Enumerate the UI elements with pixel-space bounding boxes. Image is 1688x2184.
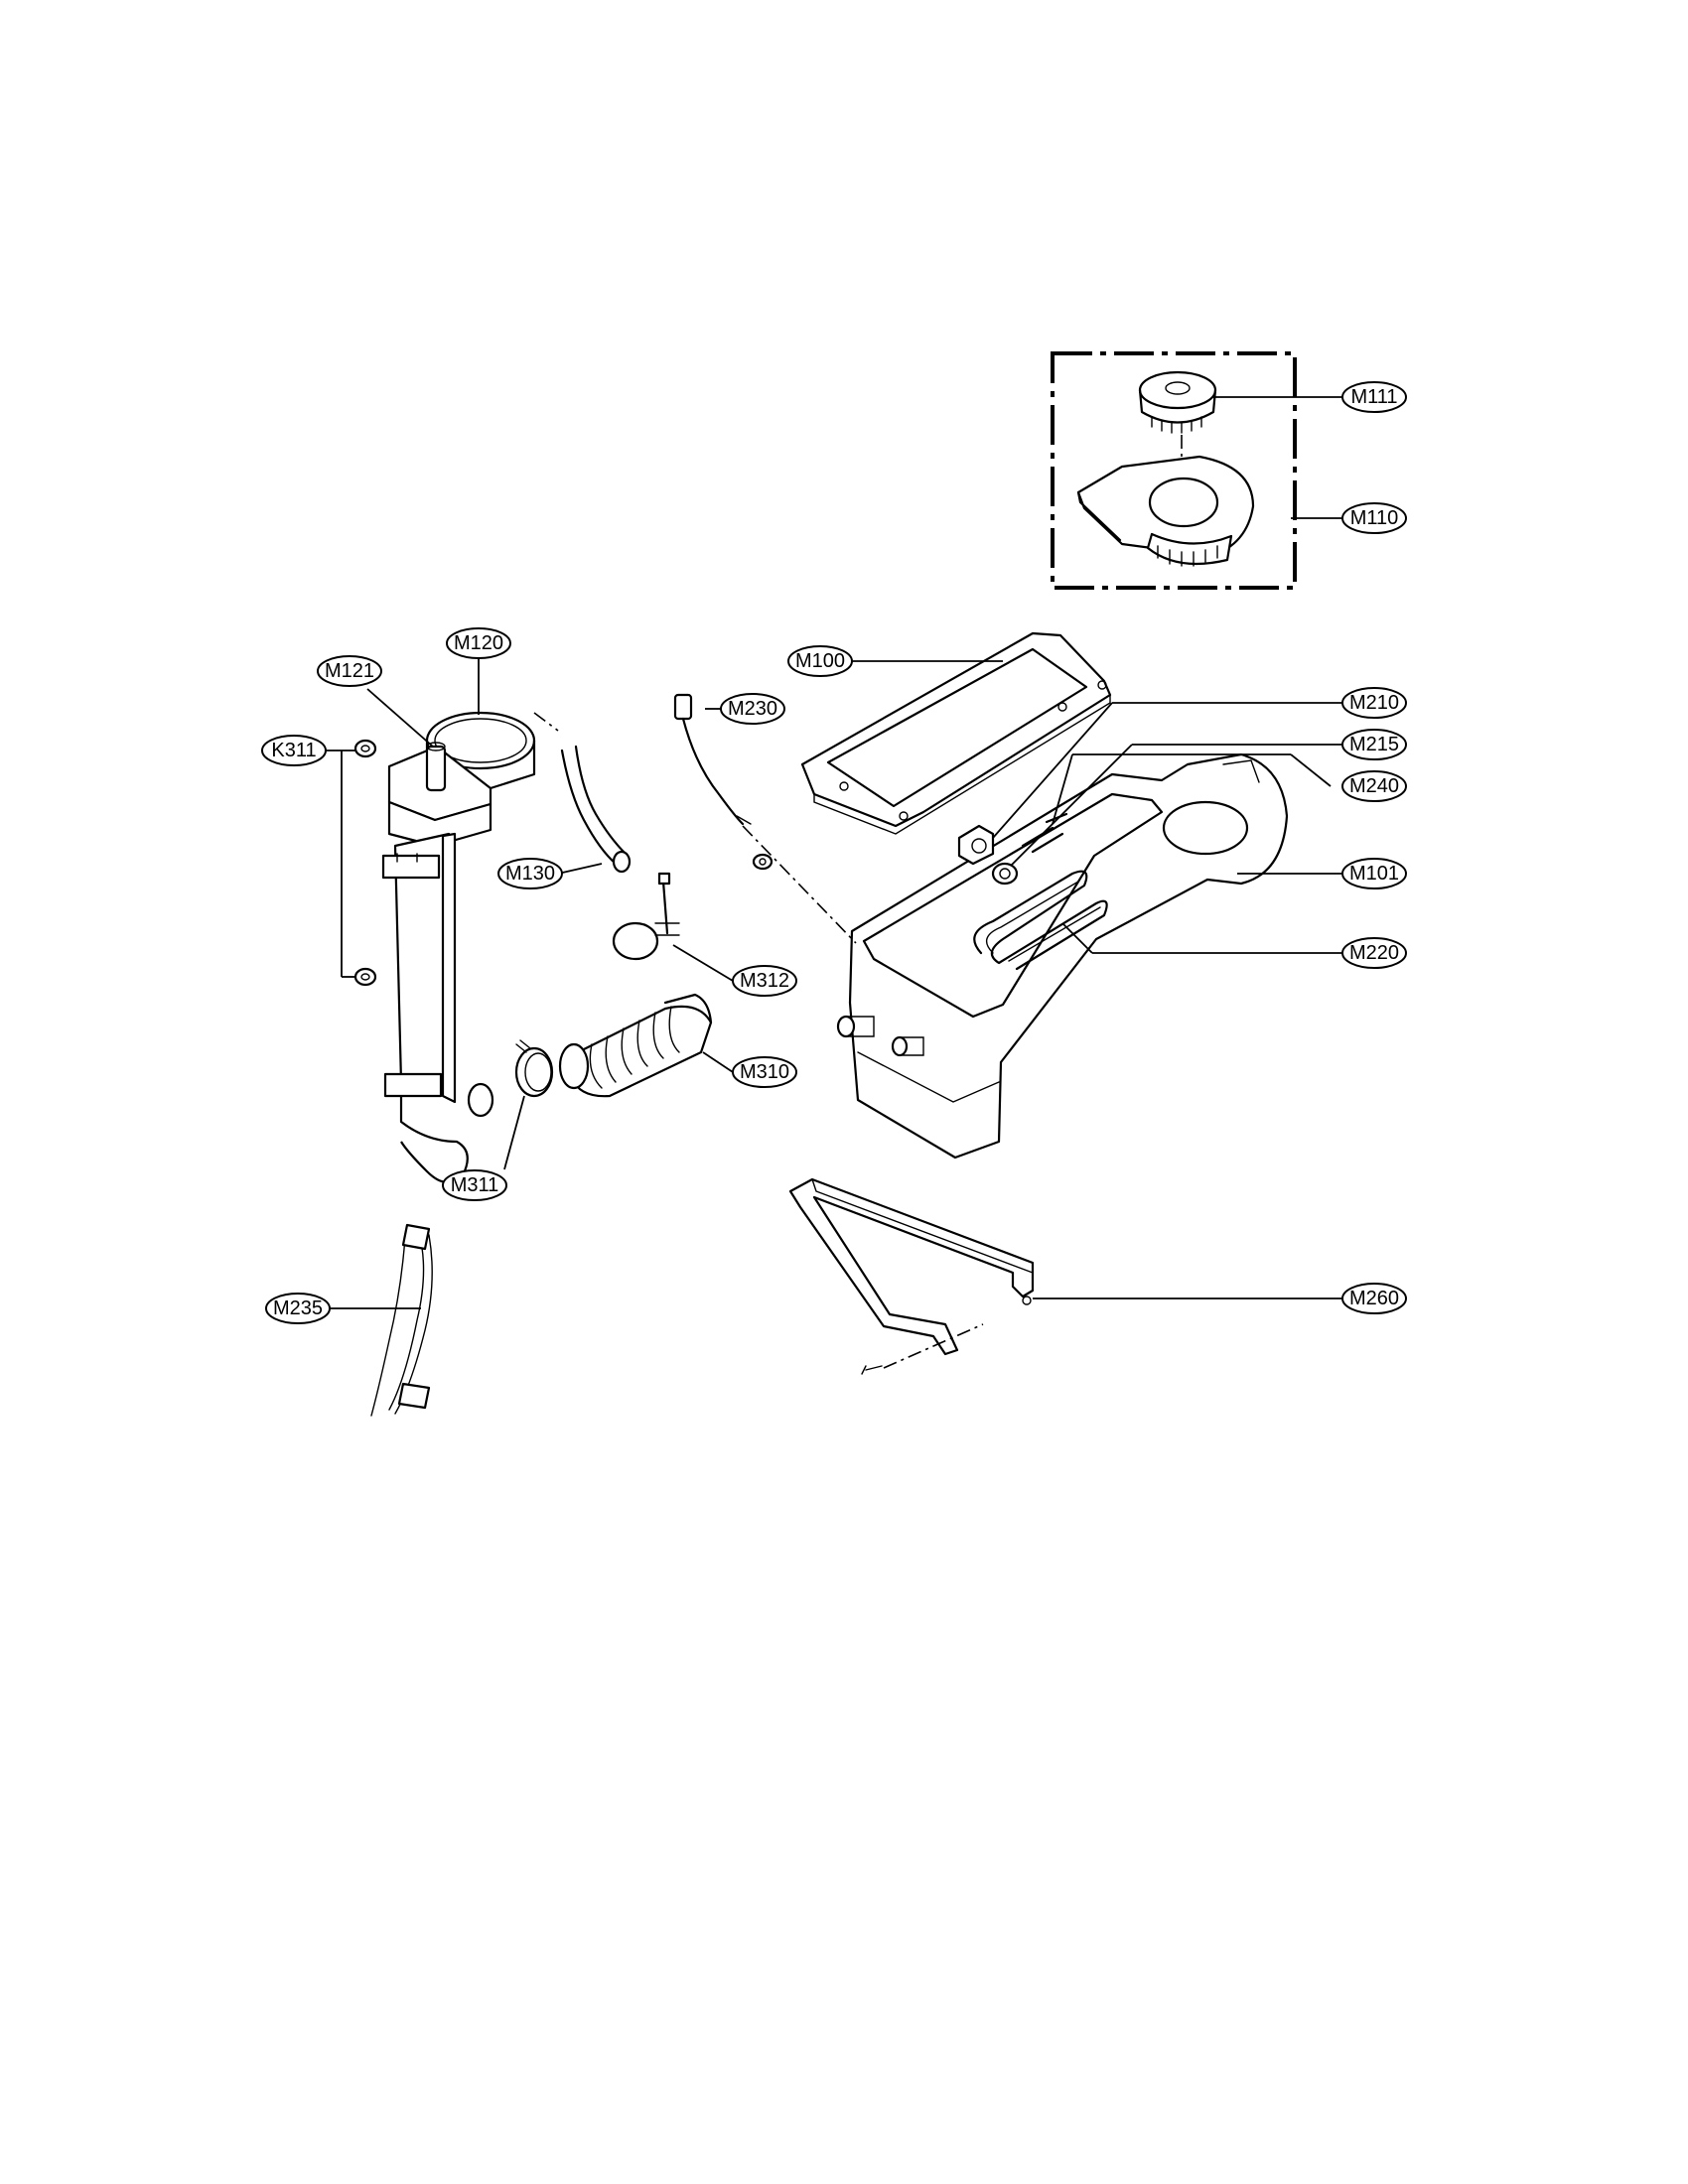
callout-m230: M230 xyxy=(720,693,785,725)
callout-label: M110 xyxy=(1350,507,1399,529)
part-k311-plugs xyxy=(353,739,377,987)
callout-oval xyxy=(497,858,563,889)
part-m121-fitting xyxy=(425,742,447,792)
callout-m110: M110 xyxy=(1341,502,1407,534)
callout-oval xyxy=(1341,937,1407,969)
callout-label: K311 xyxy=(271,740,316,761)
callout-label: M100 xyxy=(795,650,845,672)
callout-label: M121 xyxy=(325,660,374,682)
callout-m215: M215 xyxy=(1341,729,1407,760)
blower-assembly-box xyxy=(1051,351,1297,590)
callout-oval xyxy=(1341,687,1407,719)
part-m310-bellows xyxy=(558,993,713,1098)
callout-label: M111 xyxy=(1350,386,1397,408)
part-m312-clamp xyxy=(612,872,680,961)
callout-m130: M130 xyxy=(497,858,563,889)
callout-m111: M111 xyxy=(1341,381,1407,413)
part-m220-heater xyxy=(973,870,1108,971)
callout-oval xyxy=(1341,381,1407,413)
callout-oval xyxy=(265,1293,331,1324)
callout-oval xyxy=(732,1056,797,1088)
callout-oval xyxy=(787,645,853,677)
callout-m120: M120 xyxy=(446,627,511,659)
part-m100-duct-cover xyxy=(800,631,1112,835)
callout-oval xyxy=(1341,729,1407,760)
part-m230-sensor xyxy=(673,693,774,871)
callout-label: M230 xyxy=(728,698,777,720)
callout-label: M310 xyxy=(740,1061,789,1083)
callout-label: M101 xyxy=(1349,863,1399,885)
part-m101-duct-housing xyxy=(836,752,1289,1160)
callout-oval xyxy=(442,1169,507,1201)
callout-label: M311 xyxy=(451,1174,499,1196)
m260-axis xyxy=(883,1323,984,1369)
callout-m220: M220 xyxy=(1341,937,1407,969)
callout-label: M235 xyxy=(273,1297,323,1319)
callout-oval xyxy=(317,655,382,687)
m120-axis xyxy=(533,712,559,732)
callout-m312: M312 xyxy=(732,965,797,997)
part-m240-bracket xyxy=(1021,812,1068,854)
callout-label: M130 xyxy=(505,863,555,885)
callout-label: M240 xyxy=(1349,775,1399,797)
callout-m210: M210 xyxy=(1341,687,1407,719)
part-m210-thermostat xyxy=(957,824,995,866)
callout-m100: M100 xyxy=(787,645,853,677)
callout-label: M120 xyxy=(454,632,503,654)
part-m111-motor xyxy=(1138,370,1217,434)
leader-lines xyxy=(326,396,1342,1309)
callout-m311: M311 xyxy=(442,1169,507,1201)
callout-m101: M101 xyxy=(1341,858,1407,889)
part-m130-hose xyxy=(560,745,632,874)
callout-k311: K311 xyxy=(261,735,327,766)
callout-m260: M260 xyxy=(1341,1283,1407,1314)
callout-oval xyxy=(720,693,785,725)
callout-oval xyxy=(1341,858,1407,889)
callout-m240: M240 xyxy=(1341,770,1407,802)
callout-label: M312 xyxy=(740,970,789,992)
callout-oval xyxy=(1341,1283,1407,1314)
part-m110-blower-housing xyxy=(1076,455,1255,567)
part-m120-duct-top xyxy=(387,711,536,822)
part-m260-bracket xyxy=(788,1177,1035,1375)
callout-oval xyxy=(1341,502,1407,534)
callout-label: M260 xyxy=(1349,1288,1399,1309)
m230-axis xyxy=(742,825,857,944)
callout-label: M215 xyxy=(1349,734,1399,755)
callout-m235: M235 xyxy=(265,1293,331,1324)
callout-m121: M121 xyxy=(317,655,382,687)
part-m235-harness xyxy=(370,1223,433,1417)
callout-oval xyxy=(732,965,797,997)
part-duct-tube xyxy=(381,800,494,1184)
part-m311-clamp xyxy=(514,1039,554,1098)
part-m215-fuse xyxy=(991,862,1019,886)
callout-m310: M310 xyxy=(732,1056,797,1088)
callout-label: M220 xyxy=(1349,942,1399,964)
callout-oval xyxy=(1341,770,1407,802)
callout-oval xyxy=(446,627,511,659)
callout-label: M210 xyxy=(1349,692,1399,714)
callout-oval xyxy=(261,735,327,766)
